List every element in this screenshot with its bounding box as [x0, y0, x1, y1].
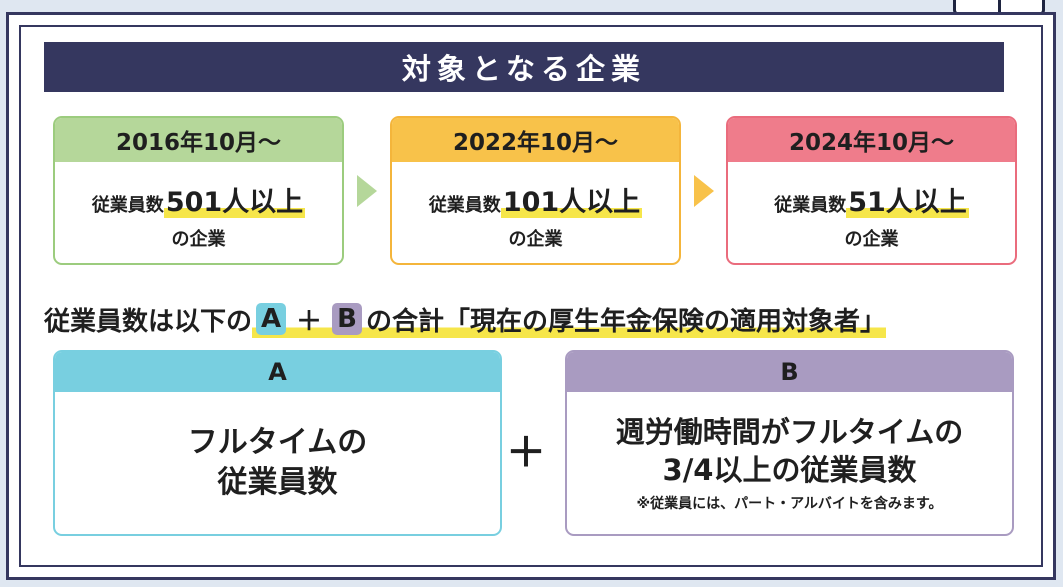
box-b-note: ※従業員には、パート・アルバイトを含みます。 [636, 496, 943, 512]
sentence-plus: ＋ [296, 306, 323, 337]
condition-prefix: 従業員数 [91, 195, 164, 216]
tag-a: A [256, 303, 287, 335]
definition-sentence: 従業員数は以下の A ＋ B の合計「現在の厚生年金保険の適用対象者」 [44, 299, 1014, 339]
condition-suffix: の企業 [171, 229, 226, 250]
sentence-highlight: A ＋ B の合計「現在の厚生年金保険の適用対象者」 [252, 300, 887, 338]
inner-frame [19, 25, 1043, 567]
condition-prefix: 従業員数 [774, 195, 847, 216]
sentence-prefix: 従業員数は以下の [44, 306, 253, 337]
period-body: 従業員数101人以上 の企業 [392, 162, 679, 251]
period-date: 2016年10月〜 [55, 118, 342, 162]
condition-highlight: 501人以上 [163, 187, 306, 218]
period-body: 従業員数51人以上 の企業 [728, 162, 1015, 251]
period-card-2024: 2024年10月〜 従業員数51人以上 の企業 [726, 116, 1017, 265]
arrow-right-icon [357, 175, 377, 207]
condition-prefix: 従業員数 [428, 195, 501, 216]
condition-highlight: 101人以上 [500, 187, 643, 218]
condition-suffix: の企業 [508, 229, 563, 250]
period-date: 2024年10月〜 [728, 118, 1015, 162]
box-a-line2: 従業員数 [217, 465, 338, 500]
period-card-2016: 2016年10月〜 従業員数501人以上 の企業 [53, 116, 344, 265]
plus-sign: ＋ [506, 430, 546, 476]
box-b: B 週労働時間がフルタイムの 3/4以上の従業員数 ※従業員には、パート・アルバ… [565, 350, 1014, 536]
arrow-right-icon [694, 175, 714, 207]
sentence-suffix: の合計「現在の厚生年金保険の適用対象者」 [366, 306, 887, 337]
box-a: A フルタイムの 従業員数 [53, 350, 502, 536]
period-body: 従業員数501人以上 の企業 [55, 162, 342, 251]
box-a-line1: フルタイムの [187, 425, 368, 460]
condition-highlight: 51人以上 [846, 187, 969, 218]
box-a-body: フルタイムの 従業員数 [55, 392, 500, 534]
condition-suffix: の企業 [844, 229, 899, 250]
tag-b: B [332, 303, 363, 335]
period-card-2022: 2022年10月〜 従業員数101人以上 の企業 [390, 116, 681, 265]
period-condition: 従業員数101人以上 [392, 180, 679, 219]
box-b-body: 週労働時間がフルタイムの 3/4以上の従業員数 ※従業員には、パート・アルバイト… [567, 392, 1012, 534]
box-b-line2: 3/4以上の従業員数 [662, 453, 917, 487]
box-b-line1: 週労働時間がフルタイムの [615, 415, 964, 449]
period-condition: 従業員数51人以上 [728, 180, 1015, 219]
box-a-label: A [55, 352, 500, 392]
period-date: 2022年10月〜 [392, 118, 679, 162]
box-b-label: B [567, 352, 1012, 392]
section-title: 対象となる企業 [44, 42, 1004, 92]
period-condition: 従業員数501人以上 [55, 180, 342, 219]
